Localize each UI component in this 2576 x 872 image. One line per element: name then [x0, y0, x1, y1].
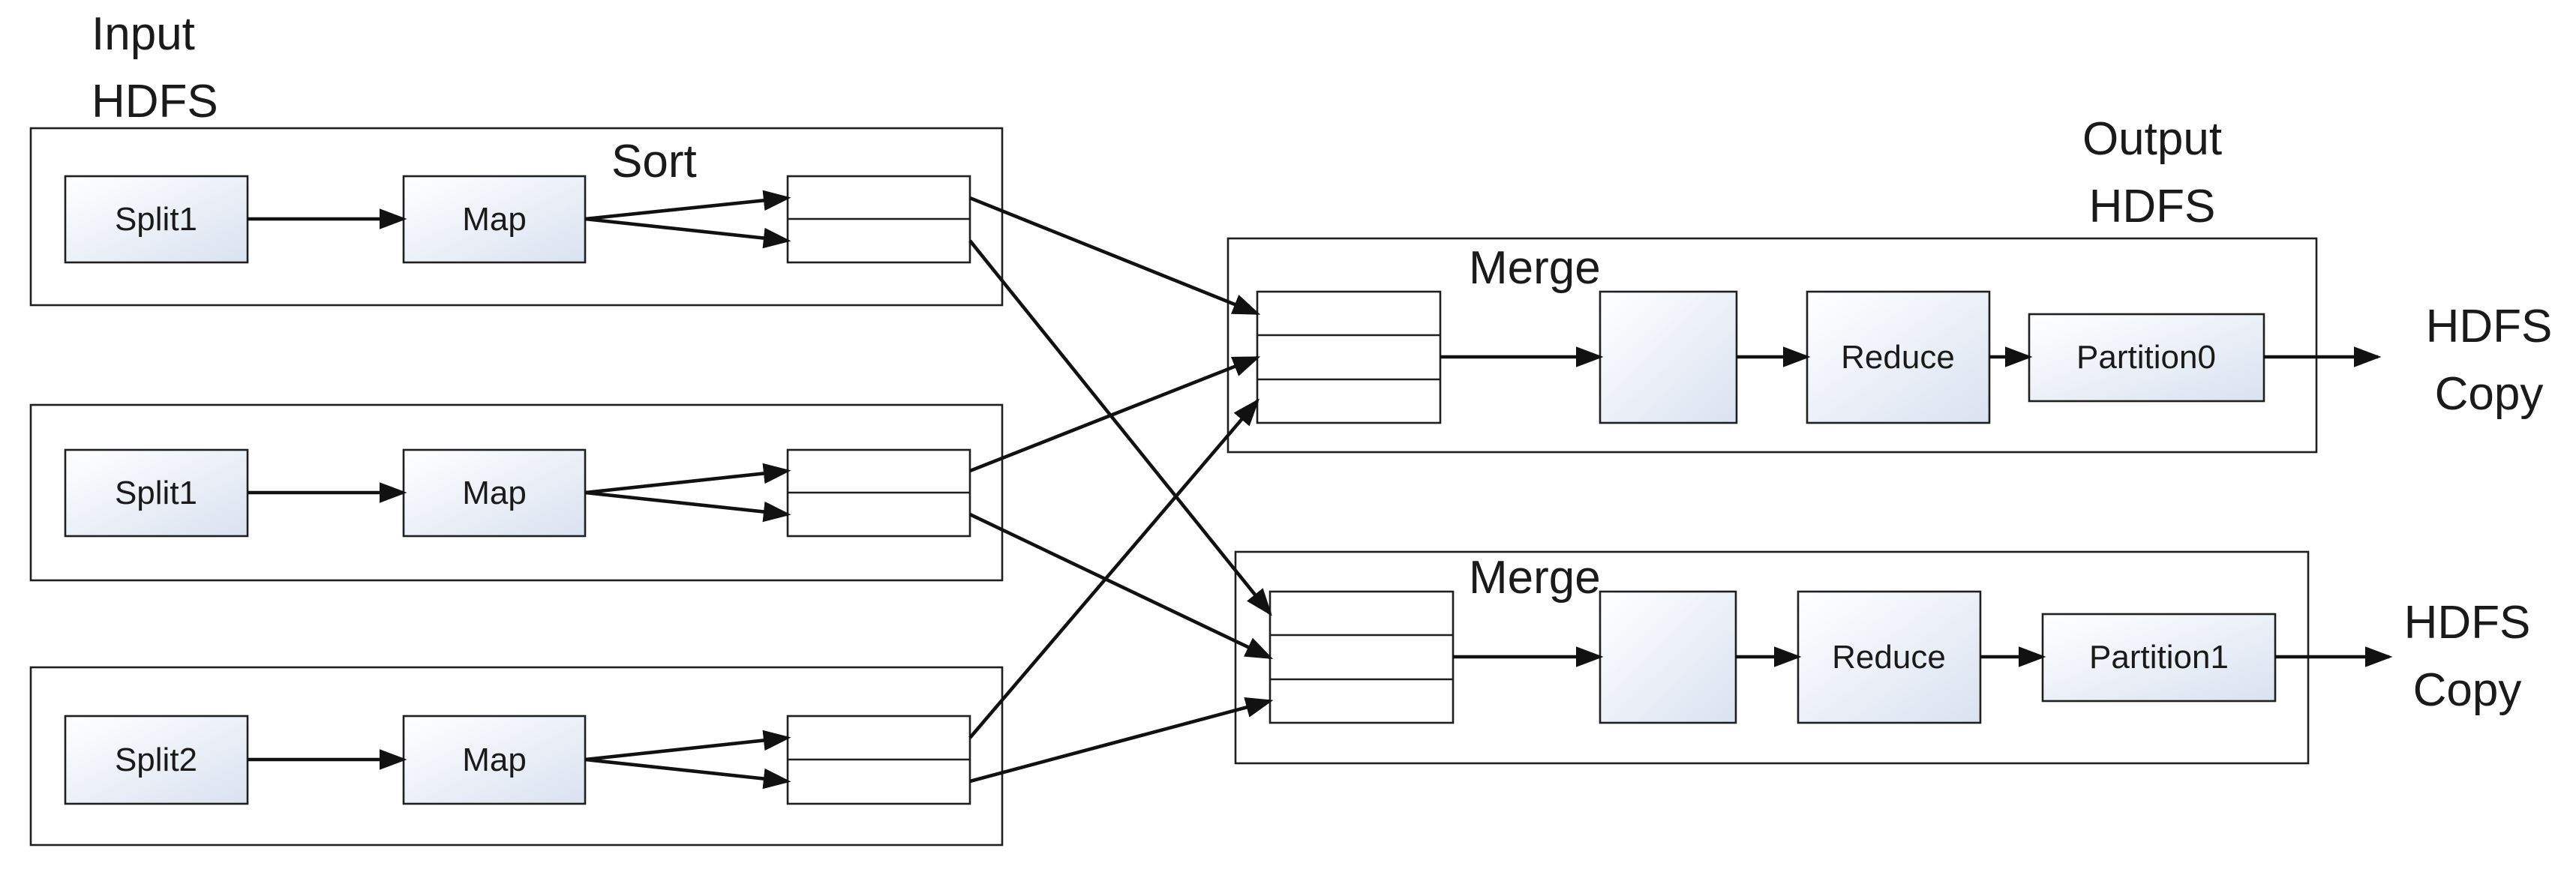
hdfs-copy-label: Copy	[2435, 368, 2544, 420]
reduce-label: Reduce	[1832, 639, 1946, 676]
sort-buffer-1	[786, 175, 971, 264]
output-hdfs-label: HDFS	[2089, 181, 2216, 232]
reduce-box	[1806, 290, 1991, 424]
merge-label: Merge	[1469, 242, 1601, 294]
input-hdfs-label: Input	[92, 8, 195, 60]
split-label: Split1	[115, 475, 197, 511]
partition-label: Partition1	[2089, 639, 2229, 676]
shuffle-arrows	[968, 196, 1274, 784]
split-label: Split2	[115, 742, 197, 778]
map-task-arrows	[248, 190, 791, 790]
map-label: Map	[462, 742, 527, 778]
merged-output-box	[1599, 590, 1737, 724]
reduce-label: Reduce	[1841, 339, 1955, 376]
sort-buffer-2	[786, 448, 971, 538]
reduce-box	[1797, 590, 1982, 724]
input-hdfs-label: HDFS	[92, 76, 218, 127]
partition-box	[2028, 313, 2265, 403]
merge-buffer-1	[1268, 590, 1455, 724]
merged-output-box	[1599, 290, 1738, 424]
map-box	[402, 448, 587, 538]
merge-buffer-0	[1256, 290, 1442, 424]
sort-buffer-3	[786, 715, 971, 805]
map-label: Map	[462, 475, 527, 511]
output-hdfs-label: Output	[2082, 113, 2222, 165]
split-label: Split1	[115, 201, 197, 238]
merge-label: Merge	[1469, 552, 1601, 604]
split-box	[64, 448, 249, 538]
sort-label: Sort	[611, 136, 697, 187]
hdfs-copy-label: Copy	[2413, 664, 2522, 716]
split-box	[64, 175, 249, 264]
map-label: Map	[462, 201, 527, 238]
split-box	[64, 715, 249, 805]
partition-label: Partition0	[2076, 339, 2216, 376]
reduce-task-arrows	[1440, 346, 2393, 667]
hdfs-copy-label: HDFS	[2426, 301, 2553, 352]
hdfs-copy-label: HDFS	[2404, 597, 2531, 649]
